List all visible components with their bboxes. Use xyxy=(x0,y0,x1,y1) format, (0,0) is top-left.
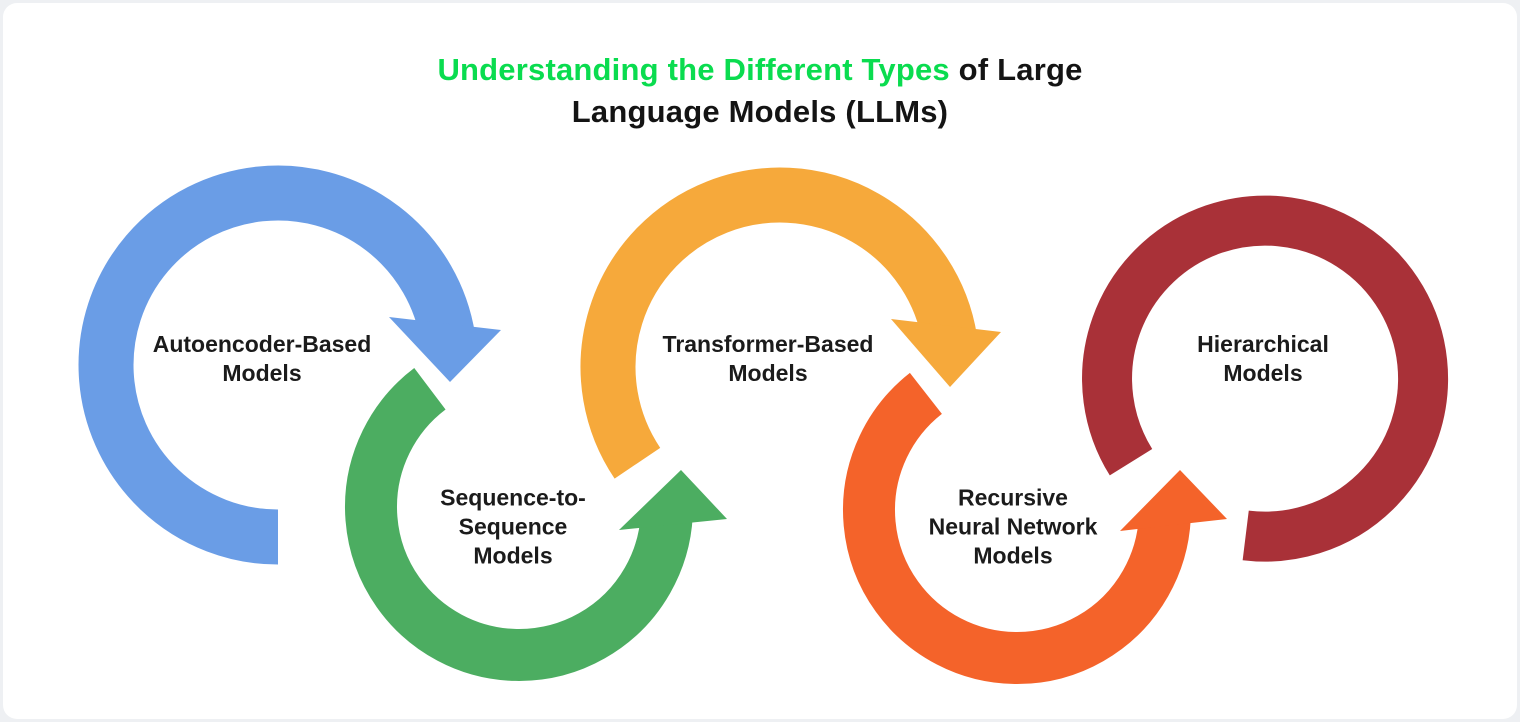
recursive-neural-network-arrow-arc xyxy=(843,372,1191,684)
sequence-to-sequence-arrow-arc xyxy=(345,368,693,681)
page-title-line1: Understanding the Different Types of Lar… xyxy=(0,49,1520,91)
hierarchical-ring-arc xyxy=(1082,195,1449,562)
diagram-card xyxy=(3,3,1517,719)
circle-label-autoencoder: Autoencoder-Based Models xyxy=(152,331,372,386)
circle-label-transformer: Transformer-Based Models xyxy=(662,331,874,386)
title-highlight: Understanding the Different Types xyxy=(437,52,950,87)
page-title-line2: Language Models (LLMs) xyxy=(571,94,949,129)
circle-label-hierarchical: Hierarchical Models xyxy=(1197,331,1329,386)
circle-label-sequence-to-sequence: Sequence-to- Sequence Models xyxy=(440,484,586,569)
sequence-to-sequence-arrowhead-icon xyxy=(619,470,727,530)
transformer-arrowhead-icon xyxy=(891,319,1001,387)
recursive-neural-network-arrowhead-icon xyxy=(1120,470,1227,531)
title-suffix: of Large xyxy=(949,52,1083,87)
circle-label-recursive-neural-network: Recursive Neural Network Models xyxy=(928,484,1098,569)
transformer-arrow-arc xyxy=(580,167,978,479)
autoencoder-arrow-arc xyxy=(78,165,476,565)
autoencoder-arrowhead-icon xyxy=(389,317,501,382)
page-title: Understanding the Different Types of Lar… xyxy=(0,49,1520,133)
